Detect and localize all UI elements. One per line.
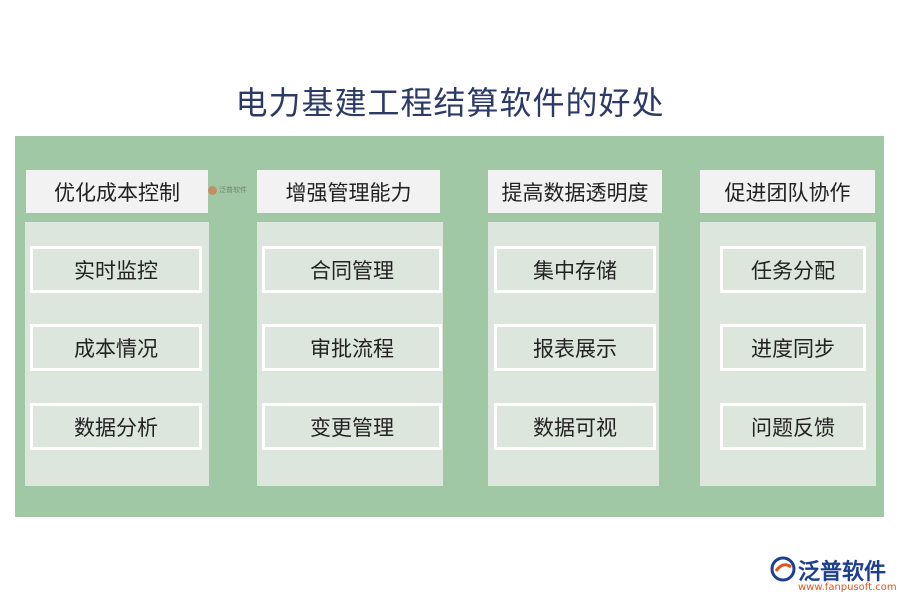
brand-url: www.fanpusoft.com [798, 582, 897, 593]
watermark-text: 泛普软件 [219, 186, 247, 194]
watermark-logo: 泛普软件 [208, 183, 250, 197]
item-contract-management: 合同管理 [262, 246, 442, 293]
brand-logo: 泛普软件 www.fanpusoft.com [770, 552, 897, 596]
column-heading-cost-control: 优化成本控制 [26, 170, 208, 213]
item-progress-sync: 进度同步 [720, 324, 866, 371]
brand-name: 泛普软件 [798, 560, 887, 585]
item-approval-process: 审批流程 [262, 324, 442, 371]
diagram-title: 电力基建工程结算软件的好处 [235, 84, 665, 122]
column-heading-management: 增强管理能力 [257, 170, 440, 213]
item-centralized-storage: 集中存储 [494, 246, 656, 293]
column-heading-transparency: 提高数据透明度 [488, 170, 662, 213]
column-heading-collaboration: 促进团队协作 [700, 170, 875, 213]
item-data-visualization: 数据可视 [494, 403, 656, 450]
item-change-management: 变更管理 [262, 403, 442, 450]
item-report-display: 报表展示 [494, 324, 656, 371]
watermark-logo-icon [208, 185, 217, 195]
fanpu-logo-icon [770, 556, 796, 582]
item-cost-status: 成本情况 [30, 324, 202, 371]
item-task-assignment: 任务分配 [720, 246, 866, 293]
item-data-analysis: 数据分析 [30, 403, 202, 450]
item-issue-feedback: 问题反馈 [720, 403, 866, 450]
item-real-time-monitoring: 实时监控 [30, 246, 202, 293]
